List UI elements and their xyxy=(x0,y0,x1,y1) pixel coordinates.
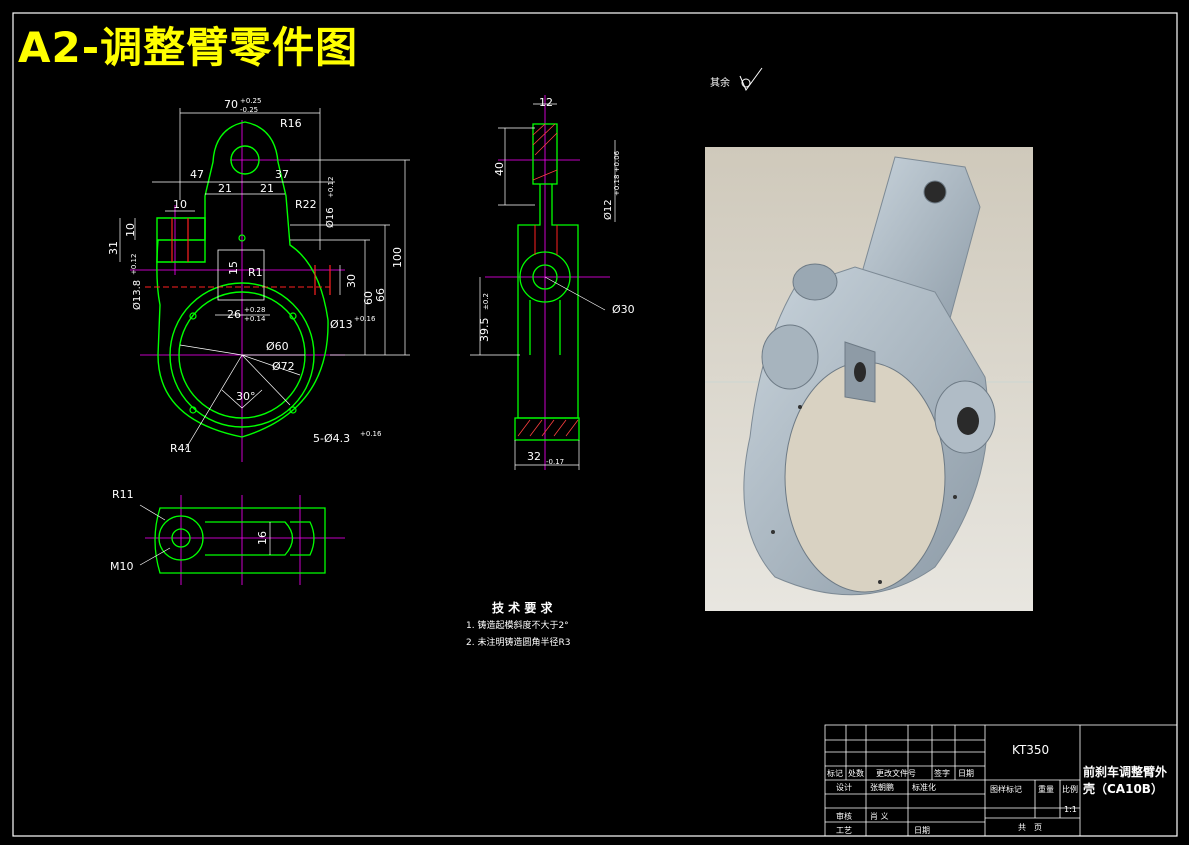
dim-31: 31 xyxy=(107,241,120,255)
dim-m10: M10 xyxy=(110,560,134,573)
tb-standard-label: 标准化 xyxy=(912,783,936,792)
dim-39-5: 39.5 xyxy=(478,318,491,343)
dim-66: 66 xyxy=(374,288,387,302)
dim-26: 26 xyxy=(227,308,241,321)
material-label: KT350 xyxy=(1012,743,1050,757)
tb-scale: 1:1 xyxy=(1064,805,1077,814)
dim-100: 100 xyxy=(391,247,404,268)
part-3d-render xyxy=(705,147,1033,611)
dim-70: 70 xyxy=(224,98,238,111)
dim-holes: 5-Ø4.3 xyxy=(313,432,350,445)
tb-stage-mark: 图样标记 xyxy=(990,785,1022,794)
dim-40: 40 xyxy=(493,162,506,176)
dim-21a: 21 xyxy=(218,182,232,195)
tb-review-label: 审核 xyxy=(836,812,852,821)
dim-r1: R1 xyxy=(248,266,263,279)
tb-scale-label: 比例 xyxy=(1062,785,1078,794)
top-view: R11 M10 16 xyxy=(110,488,345,585)
dim-r41: R41 xyxy=(170,442,192,455)
dim-15: 15 xyxy=(227,261,240,275)
dim-37: 37 xyxy=(275,168,289,181)
tb-reviewer: 肖 义 xyxy=(870,812,889,821)
dim-16-dia: Ø16 xyxy=(324,207,336,228)
dim-39-5-tol: ±0.2 xyxy=(482,293,490,310)
dim-r16: R16 xyxy=(280,117,302,130)
dim-10: 10 xyxy=(173,198,187,211)
dim-32-tol: -0.17 xyxy=(546,458,564,466)
dim-16-tol: +0.12 xyxy=(327,177,335,198)
tb-date-label: 日期 xyxy=(914,826,930,835)
tb-label-change: 更改文件号 xyxy=(876,769,916,778)
tb-designer: 张朝鹏 xyxy=(870,783,894,792)
tb-label-sign: 签字 xyxy=(934,769,950,778)
dim-13-tol: +0.16 xyxy=(354,315,376,323)
tb-label-date: 日期 xyxy=(958,769,974,778)
dim-30-dia: Ø30 xyxy=(612,303,635,316)
surface-finish-note: 其余 xyxy=(710,76,730,89)
dim-16b: 16 xyxy=(256,531,269,545)
tb-label-mark: 标记 xyxy=(827,769,843,778)
dim-60v: 60 xyxy=(362,291,375,305)
surface-finish-icon xyxy=(739,67,763,92)
dim-holes-tol: +0.16 xyxy=(360,430,382,438)
dim-70-tol-upper: +0.25 xyxy=(240,97,261,105)
tech-req-item-1: 1. 铸造起模斜度不大于2° xyxy=(466,619,569,631)
dim-26-tol-upper: +0.28 xyxy=(244,306,265,314)
dim-r22: R22 xyxy=(295,198,317,211)
dim-12-dia: Ø12 xyxy=(602,199,614,220)
dim-30v: 30 xyxy=(345,274,358,288)
dim-60-dia: Ø60 xyxy=(266,340,289,353)
tb-design-label: 设计 xyxy=(836,783,852,792)
dim-13: Ø13 xyxy=(330,318,353,331)
dim-12: 12 xyxy=(539,96,553,109)
dim-13-8-tol: +0.12 xyxy=(130,254,138,275)
border-frame xyxy=(12,12,1178,837)
front-view: 70 +0.25 -0.25 R16 47 37 21 21 10 R22 31… xyxy=(107,97,410,462)
part-name: 前刹车调整臂外壳（CA10B） xyxy=(1083,765,1168,796)
tb-weight: 重量 xyxy=(1038,785,1054,794)
dim-13-8: Ø13.8 xyxy=(131,280,143,310)
dim-21b: 21 xyxy=(260,182,274,195)
dim-70-tol-lower: -0.25 xyxy=(240,106,258,114)
drawing-title: A2-调整臂零件图 xyxy=(18,23,359,72)
title-block xyxy=(824,724,1178,837)
tb-label-count: 处数 xyxy=(848,769,864,778)
tech-req-heading: 技 术 要 求 xyxy=(492,600,554,615)
dim-26-tol-lower: +0.14 xyxy=(244,315,266,323)
tb-sheets: 共 页 xyxy=(1018,823,1042,832)
tb-process-label: 工艺 xyxy=(836,826,852,835)
side-view: 12 40 Ø12 +0.18 +0.06 39.5 ±0.2 Ø30 32 -… xyxy=(470,95,635,470)
dim-72-dia: Ø72 xyxy=(272,360,295,373)
dim-r11: R11 xyxy=(112,488,134,501)
dim-10b: 10 xyxy=(124,223,137,237)
dim-47: 47 xyxy=(190,168,204,181)
dim-12-dia-tol: +0.18 +0.06 xyxy=(613,150,621,196)
dim-32: 32 xyxy=(527,450,541,463)
dim-30-deg: 30° xyxy=(236,390,256,403)
tech-req-item-2: 2. 未注明铸造圆角半径R3 xyxy=(466,636,570,648)
